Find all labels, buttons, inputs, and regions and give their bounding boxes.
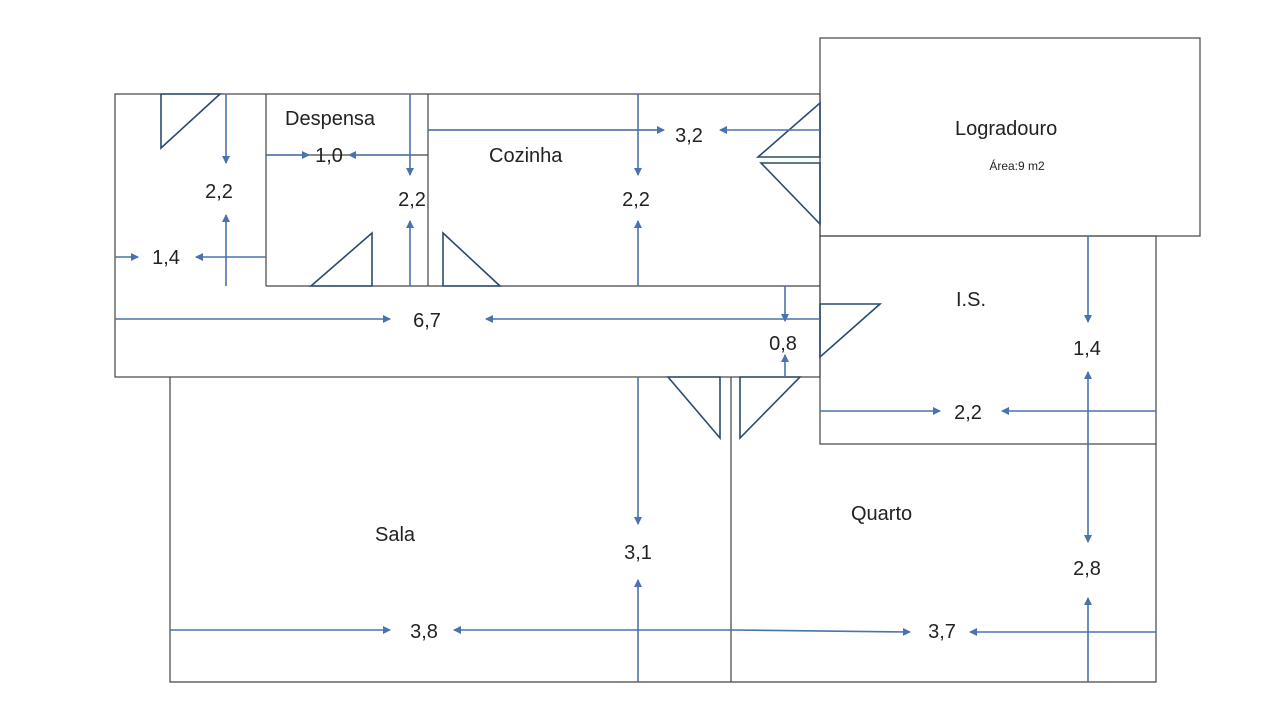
room-labels: Despensa Cozinha Logradouro Área:9 m2 I.… <box>285 108 1057 546</box>
lower-block-wall <box>169 377 1157 683</box>
door-despensa <box>308 231 373 287</box>
label-is: I.S. <box>956 289 986 311</box>
dim-despensa-width: 1,0 <box>315 145 343 167</box>
door-quarto <box>739 376 802 440</box>
label-cozinha: Cozinha <box>489 145 563 167</box>
dim-entry-width: 1,4 <box>152 247 180 269</box>
dim-corridor-width: 0,8 <box>769 333 797 355</box>
dim-entry-height: 2,2 <box>205 181 233 203</box>
label-quarto: Quarto <box>851 503 912 525</box>
dim-quarto-height: 2,8 <box>1073 558 1101 580</box>
door-sala <box>666 376 721 441</box>
dim-sala-width: 3,8 <box>410 621 438 643</box>
dim-quarto-width: 3,7 <box>928 621 956 643</box>
dim-is-height: 1,4 <box>1073 338 1101 360</box>
dim-cozinha-width: 3,2 <box>675 125 703 147</box>
door-entry <box>160 93 223 150</box>
dim-sala-height: 3,1 <box>624 542 652 564</box>
door-logradouro-lower <box>759 162 821 226</box>
label-logradouro: Logradouro <box>955 118 1057 140</box>
door-cozinha <box>442 231 503 287</box>
dim-is-width: 2,2 <box>954 402 982 424</box>
doors <box>160 93 883 441</box>
dim-despensa-height: 2,2 <box>398 189 426 211</box>
dim-corridor-length: 6,7 <box>413 310 441 332</box>
upper-block-wall <box>114 93 821 378</box>
label-sala: Sala <box>375 524 416 546</box>
dimension-arrows <box>115 94 1156 682</box>
dimension-labels: 2,2 1,4 1,0 2,2 2,2 3,2 6,7 0,8 1,4 2,2 … <box>152 125 1101 643</box>
arrow-quarto-width-right <box>730 627 911 636</box>
door-is <box>819 303 883 359</box>
dim-cozinha-height: 2,2 <box>622 189 650 211</box>
label-logradouro-area: Área:9 m2 <box>989 158 1045 173</box>
is-wall <box>819 235 1157 445</box>
label-despensa: Despensa <box>285 108 376 130</box>
